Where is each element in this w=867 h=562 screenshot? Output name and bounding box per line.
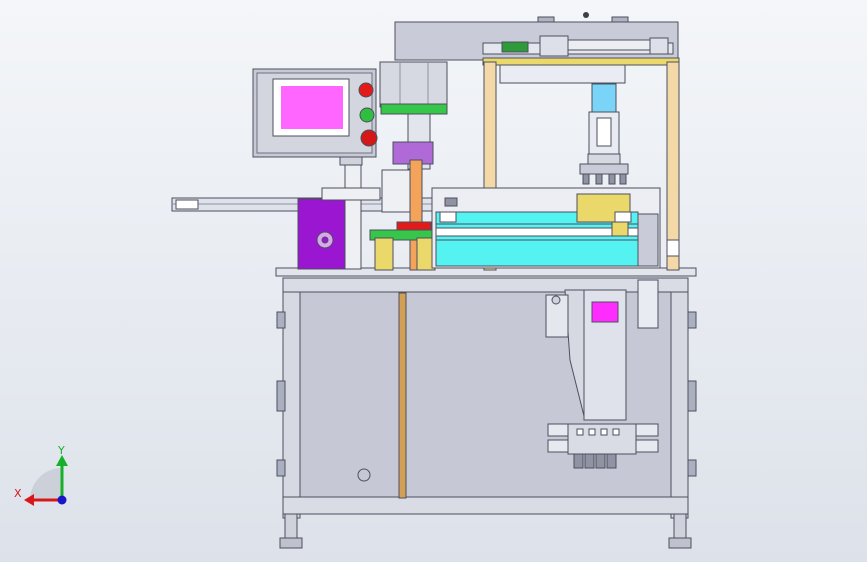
- green-plate: [380, 103, 448, 115]
- foot-left-pad: [279, 537, 303, 549]
- foot-left: [284, 513, 298, 539]
- yellow-block-left: [374, 237, 394, 271]
- foot-right-pad: [668, 537, 692, 549]
- support-column: [344, 159, 362, 270]
- axis-y-label: Y: [57, 444, 65, 457]
- hmi-panel: [252, 68, 378, 166]
- red-button: [358, 82, 374, 98]
- cabinet-post-right: [670, 277, 689, 519]
- blue-cylinder: [591, 83, 617, 113]
- cabinet-bottom-rail: [282, 496, 689, 515]
- hinges: [276, 311, 697, 477]
- post-right: [666, 61, 680, 271]
- cable-hole: [357, 468, 371, 482]
- green-button: [359, 107, 375, 123]
- cabinet-post-left: [282, 277, 301, 519]
- axis-x-label: X: [14, 487, 22, 500]
- gripper-unit: [579, 83, 629, 185]
- motor-body: [379, 61, 448, 108]
- lift-cylinder-assembly: [545, 279, 659, 421]
- orange-tube: [398, 292, 407, 499]
- lower-cabinet: [276, 277, 697, 549]
- coordinate-triad-icon: Y X: [14, 444, 68, 506]
- foot-right: [673, 513, 687, 539]
- cross-beam: [482, 57, 680, 66]
- magenta-sensor: [591, 301, 619, 323]
- upper-frame: [394, 12, 680, 271]
- linear-module: [431, 187, 661, 269]
- valve-manifold: [547, 423, 659, 469]
- hmi-screen: [281, 86, 343, 129]
- emergency-stop: [360, 129, 378, 147]
- cabinet-top-rail: [282, 277, 689, 293]
